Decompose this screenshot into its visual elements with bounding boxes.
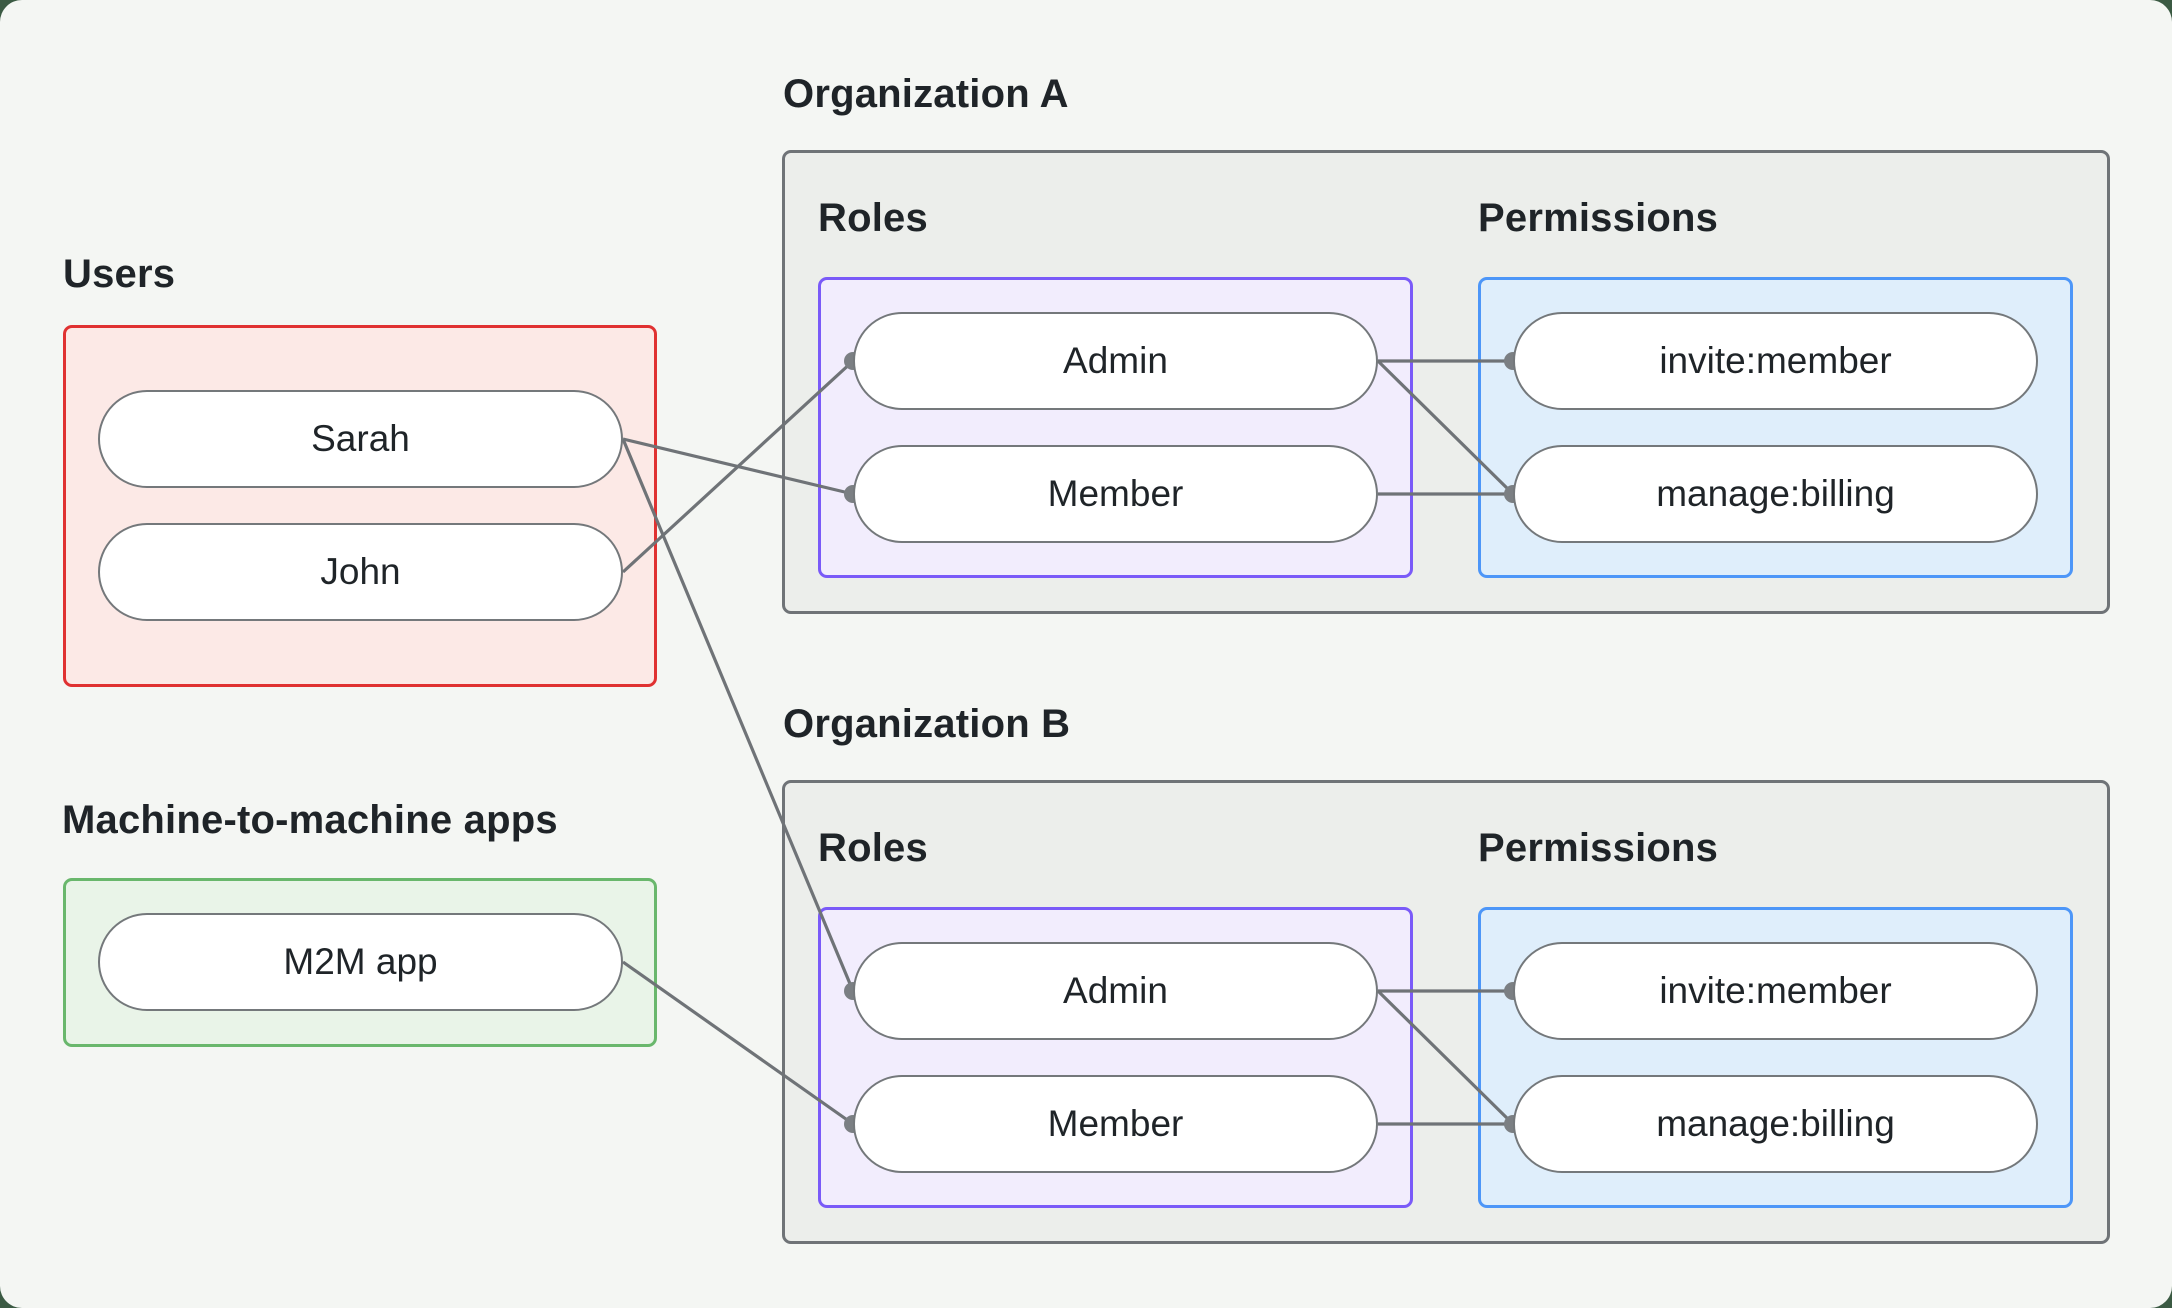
org-a-role-pill-member: Member bbox=[853, 445, 1378, 543]
org-b-role-pill-admin: Admin bbox=[853, 942, 1378, 1040]
org-b-title: Organization B bbox=[783, 702, 1071, 746]
users-group-label: Users bbox=[63, 252, 176, 296]
org-a-permission-pill-manage-billing: manage:billing bbox=[1513, 445, 2038, 543]
org-a-title: Organization A bbox=[783, 72, 1069, 116]
user-pill-sarah: Sarah bbox=[98, 390, 623, 488]
org-b-permission-pill-manage-billing: manage:billing bbox=[1513, 1075, 2038, 1173]
user-pill-john: John bbox=[98, 523, 623, 621]
org-a-role-pill-admin: Admin bbox=[853, 312, 1378, 410]
org-b-roles-label: Roles bbox=[818, 826, 928, 870]
m2m-group-label: Machine-to-machine apps bbox=[62, 798, 558, 842]
org-a-permission-pill-invite-member: invite:member bbox=[1513, 312, 2038, 410]
org-a-permissions-label: Permissions bbox=[1478, 196, 1719, 240]
m2m-app-pill: M2M app bbox=[98, 913, 623, 1011]
org-b-permissions-label: Permissions bbox=[1478, 826, 1719, 870]
org-b-role-pill-member: Member bbox=[853, 1075, 1378, 1173]
org-b-permission-pill-invite-member: invite:member bbox=[1513, 942, 2038, 1040]
org-a-roles-label: Roles bbox=[818, 196, 928, 240]
users-group-box bbox=[63, 325, 657, 687]
